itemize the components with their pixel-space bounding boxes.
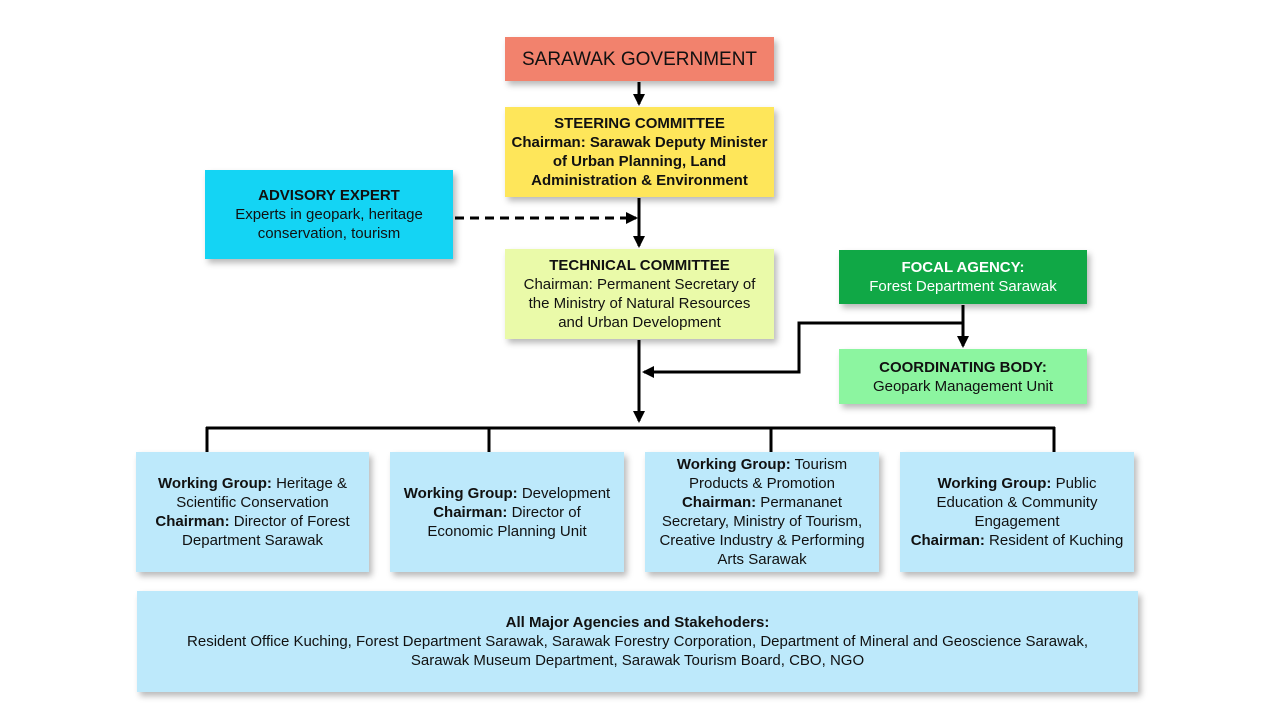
arrow-focal-to-technical-line <box>642 321 963 378</box>
technical-committee-line3: and Urban Development <box>558 314 721 331</box>
wg1-text1: Heritage & <box>271 475 347 492</box>
wg4-text2: Education & Community <box>936 494 1098 511</box>
focal-agency-title: FOCAL AGENCY: <box>901 259 1025 276</box>
advisory-expert-line2: conservation, tourism <box>257 225 401 242</box>
technical-committee-line2: the Ministry of Natural Resources <box>528 295 751 312</box>
wg2-label: Working Group: <box>403 484 518 502</box>
wg1-text2: Scientific Conservation <box>176 494 329 511</box>
major-agencies-box: All Major Agencies and Stakehoders: Resi… <box>137 591 1138 692</box>
coordinating-body-line1: Geopark Management Unit <box>872 377 1054 395</box>
wg4-chair-line1: Chairman: Resident of Kuching <box>911 531 1124 550</box>
major-agencies-line1: Resident Office Kuching, Forest Departme… <box>187 633 1088 650</box>
wg2-chair-label: Chairman: <box>433 503 508 521</box>
technical-committee-title: TECHNICAL COMMITTEE <box>549 257 730 274</box>
wg4-line1: Working Group: Public <box>938 474 1097 493</box>
wg1-chair-text2: Department Sarawak <box>182 532 323 549</box>
wg1-line1: Working Group: Heritage & <box>158 474 347 493</box>
wg3-chair-text3: Creative Industry & Performing <box>659 532 865 549</box>
wg2-chair-text2: Economic Planning Unit <box>427 522 587 540</box>
wg2-chair-text1: Director of <box>507 503 581 521</box>
steering-committee-title: STEERING COMMITTEE <box>554 115 725 132</box>
advisory-expert-title: ADVISORY EXPERT <box>258 187 400 204</box>
steering-committee-box: STEERING COMMITTEE Chairman: Sarawak Dep… <box>505 107 774 197</box>
focal-agency-box: FOCAL AGENCY: Forest Department Sarawak <box>839 250 1087 304</box>
focal-agency-line1: Forest Department Sarawak <box>869 278 1057 295</box>
wg1-chair-label: Chairman: <box>155 513 230 530</box>
working-group-development-box: Working Group: Development Chairman: Dir… <box>390 452 624 572</box>
wg3-chair-text4: Arts Sarawak <box>717 551 807 568</box>
coordinating-body-box: COORDINATING BODY: Geopark Management Un… <box>839 349 1087 404</box>
working-group-public-education-box: Working Group: Public Education & Commun… <box>900 452 1134 572</box>
wg4-chair-label: Chairman: <box>910 532 985 549</box>
wg1-chair-line1: Chairman: Director of Forest <box>155 512 349 531</box>
wg3-chair-text2: Secretary, Ministry of Tourism, <box>661 513 863 530</box>
wg2-chair-line1: Chairman: Director of <box>433 503 581 522</box>
advisory-expert-box: ADVISORY EXPERT Experts in geopark, heri… <box>205 170 453 259</box>
steering-committee-line1: Chairman: Sarawak Deputy Minister <box>511 134 768 151</box>
steering-committee-line3: Administration & Environment <box>531 172 748 189</box>
wg2-line1: Working Group: Development <box>404 484 610 503</box>
wg3-chair-line1: Chairman: Permananet <box>682 493 842 512</box>
major-agencies-line2: Sarawak Museum Department, Sarawak Touri… <box>410 652 865 669</box>
wg3-chair-label: Chairman: <box>681 494 757 511</box>
wg3-chair-text1: Permananet <box>756 494 843 511</box>
wg4-chair-text1: Resident of Kuching <box>984 532 1124 549</box>
wg1-chair-text1: Director of Forest <box>229 513 350 530</box>
wg3-text1: Tourism <box>790 456 848 473</box>
wg3-label: Working Group: <box>676 456 791 473</box>
steering-committee-line2: of Urban Planning, Land <box>552 153 727 170</box>
wg4-label: Working Group: <box>937 475 1052 492</box>
coordinating-body-title: COORDINATING BODY: <box>879 358 1047 376</box>
wg3-text2: Products & Promotion <box>689 475 835 492</box>
technical-committee-line1: Chairman: Permanent Secretary of <box>523 276 756 293</box>
wg1-label: Working Group: <box>158 475 272 492</box>
advisory-expert-line1: Experts in geopark, heritage <box>235 206 423 223</box>
sarawak-government-label: SARAWAK GOVERNMENT <box>521 48 758 70</box>
wg4-text3: Engagement <box>974 513 1060 530</box>
wg2-text1: Development <box>517 484 611 502</box>
major-agencies-title: All Major Agencies and Stakehoders: <box>505 614 770 631</box>
technical-committee-box: TECHNICAL COMMITTEE Chairman: Permanent … <box>505 249 774 339</box>
working-group-tourism-box: Working Group: Tourism Products & Promot… <box>645 452 879 572</box>
sarawak-government-box: SARAWAK GOVERNMENT <box>505 37 774 81</box>
wg4-text1: Public <box>1051 475 1097 492</box>
working-group-heritage-box: Working Group: Heritage & Scientific Con… <box>136 452 369 572</box>
wg3-line1: Working Group: Tourism <box>677 455 847 474</box>
